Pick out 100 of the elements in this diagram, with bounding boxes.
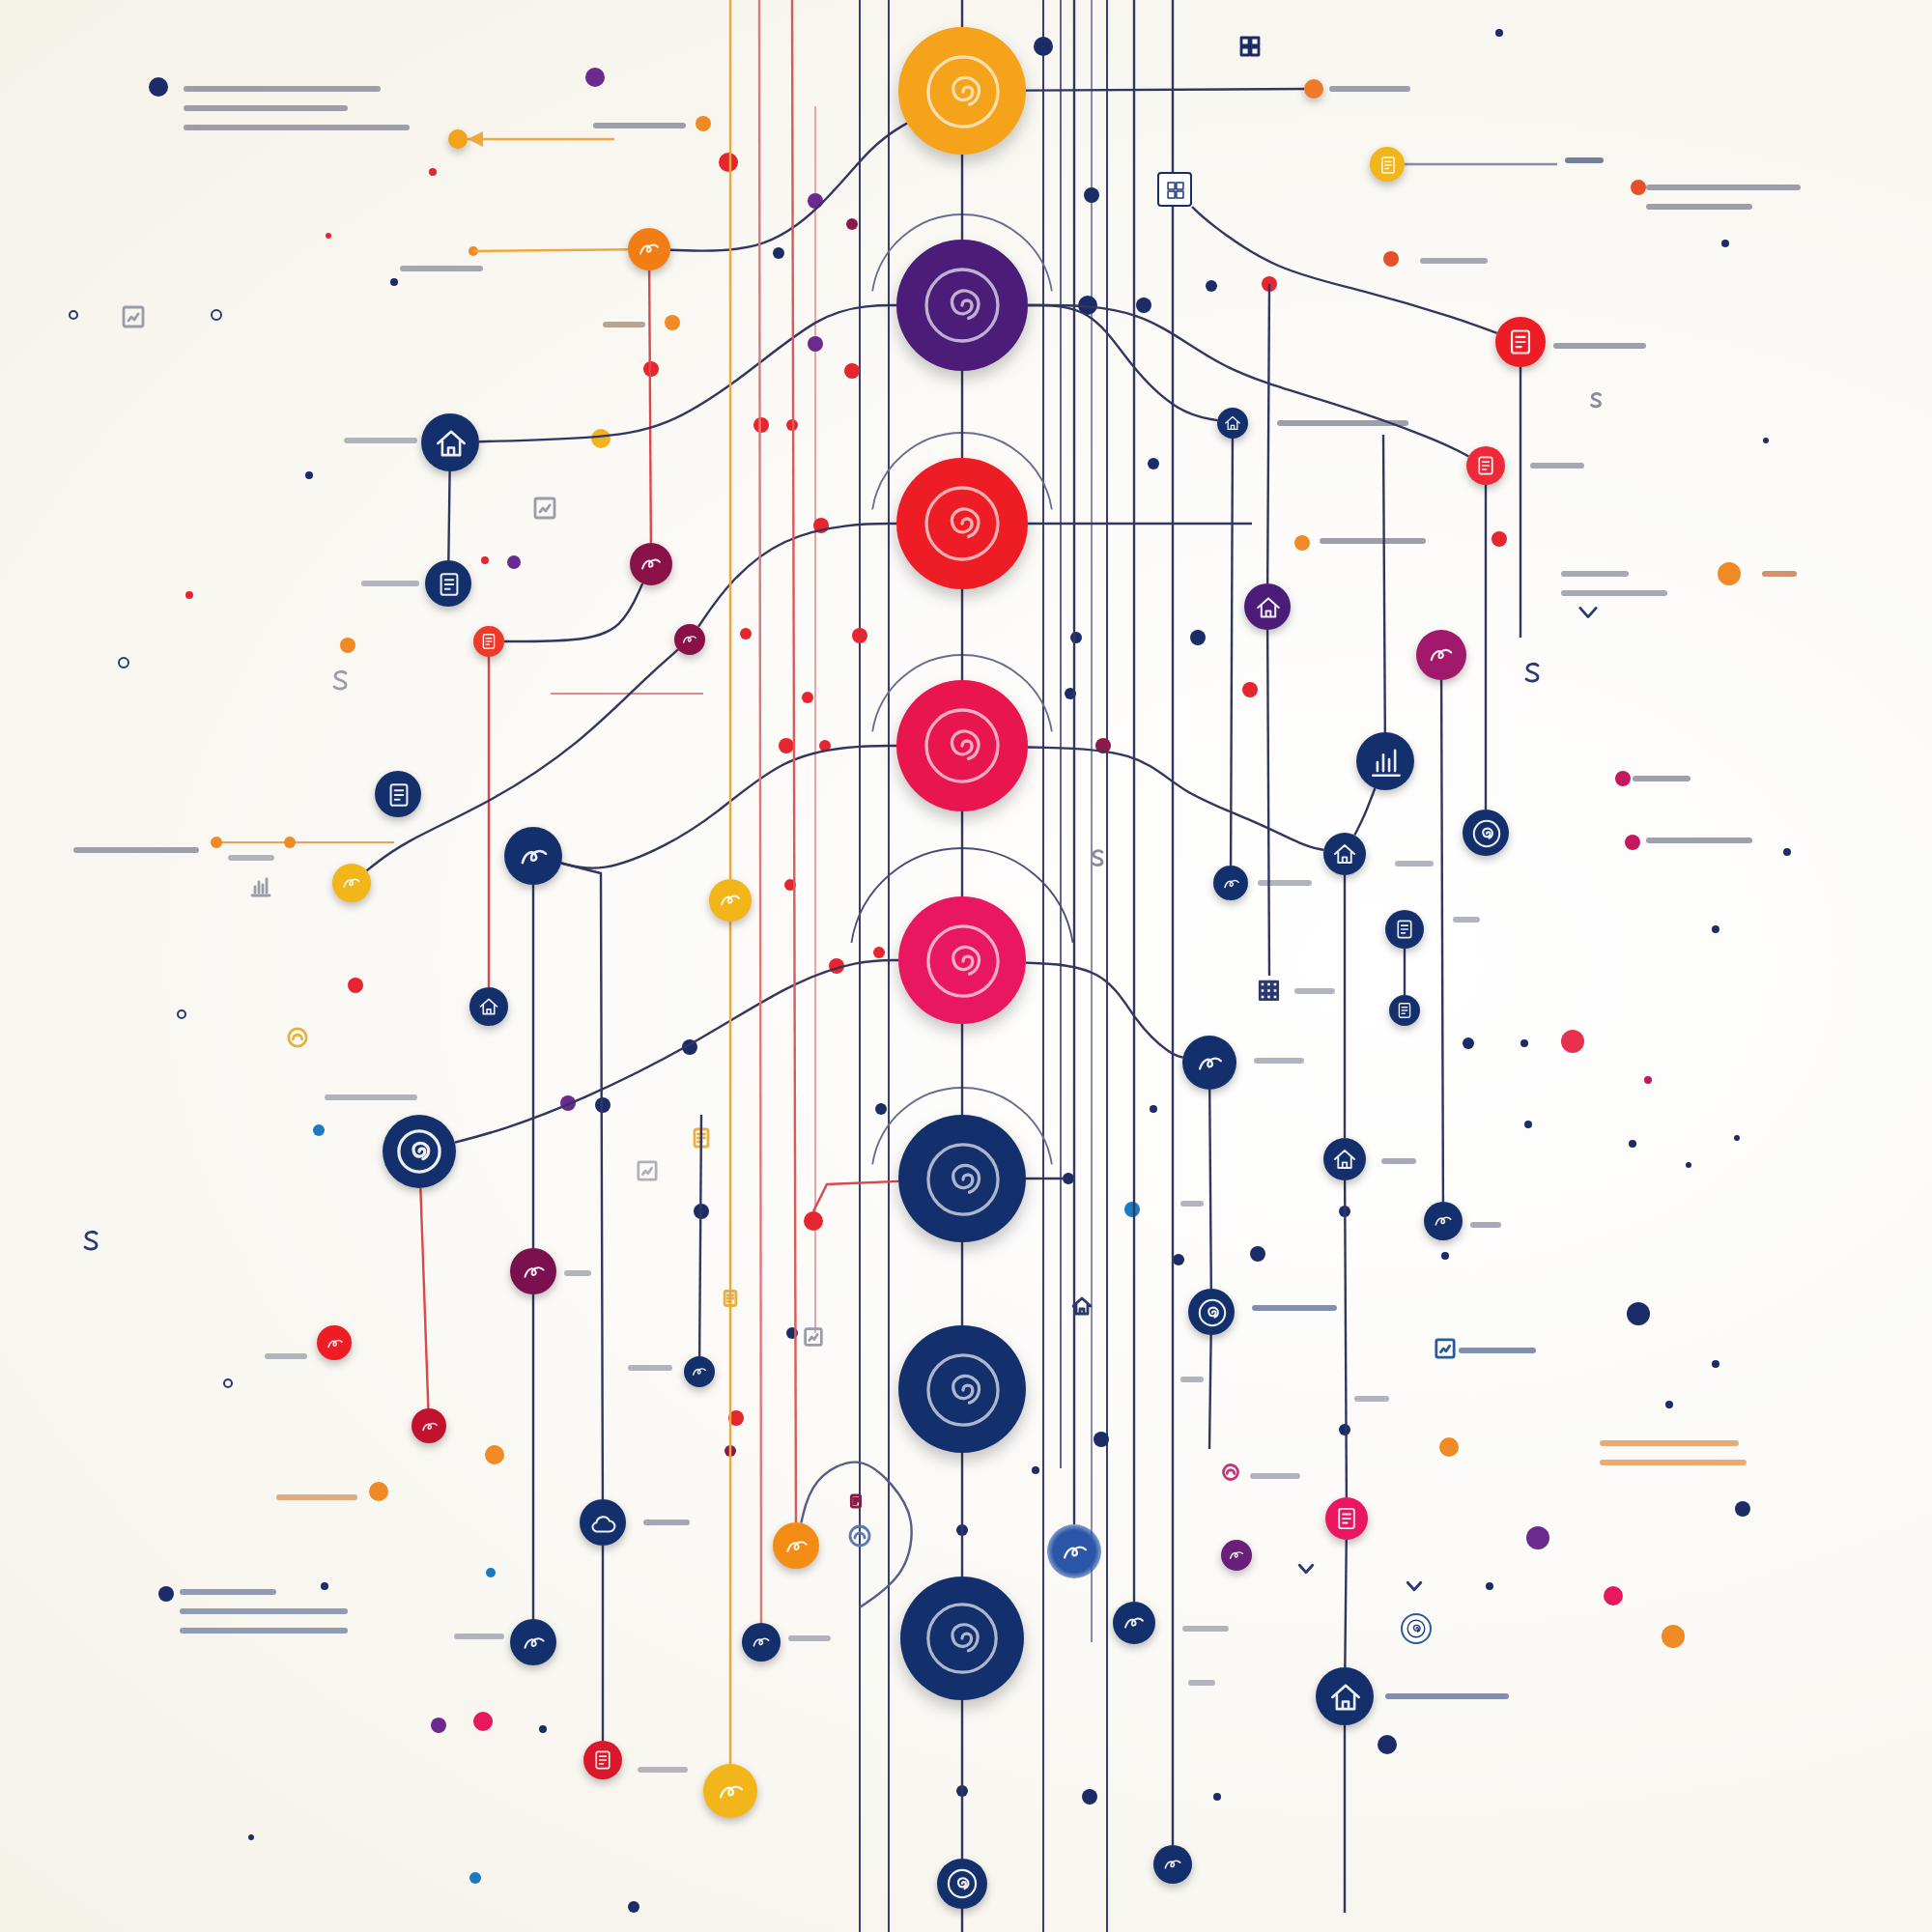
- connector-line: [669, 122, 908, 252]
- circle-node: [674, 624, 705, 655]
- arrow: [468, 131, 614, 147]
- circle-node: [1153, 1845, 1192, 1884]
- connector-line: [1343, 1180, 1349, 1497]
- circle-node: [773, 1522, 819, 1569]
- connector-line: [1343, 1725, 1347, 1913]
- connector-line: [1208, 1335, 1212, 1449]
- circle-node: [580, 1499, 626, 1546]
- circle-node: [317, 1325, 352, 1360]
- circle-node: [1113, 1602, 1155, 1644]
- connector-line: [487, 657, 491, 987]
- circle-node: [1047, 1524, 1101, 1578]
- connector-line: [790, 0, 798, 1522]
- circle-node: [709, 879, 752, 922]
- connector-line: [960, 0, 964, 27]
- connector-line: [800, 1461, 913, 1608]
- circle-node: [628, 228, 670, 270]
- circle-node: [332, 864, 371, 902]
- connector-line: [1028, 522, 1252, 526]
- circle-node: [896, 240, 1028, 371]
- connector-line: [960, 371, 964, 458]
- circle-node: [1323, 833, 1366, 875]
- circle-node: [1389, 995, 1420, 1026]
- connector-line: [1381, 435, 1386, 732]
- circle-node: [1304, 79, 1323, 99]
- connector-line: [1027, 746, 1324, 852]
- connector-line: [1265, 630, 1271, 976]
- circle-node: [742, 1623, 781, 1662]
- circle-node: [1221, 1540, 1252, 1571]
- connector-line: [1353, 787, 1377, 837]
- connector-line: [1132, 0, 1136, 1602]
- connector-line: [531, 885, 535, 1248]
- circle-node: [1356, 732, 1414, 790]
- circle-node: [1370, 147, 1405, 182]
- circle-node: [1244, 583, 1291, 630]
- connector-line: [365, 648, 679, 872]
- circle-node: [898, 1115, 1026, 1242]
- connector-line: [1072, 0, 1076, 1524]
- circle-node: [900, 1577, 1024, 1700]
- circle-node: [703, 1764, 757, 1818]
- circle-node: [510, 1248, 556, 1294]
- circle-node: [1416, 630, 1466, 680]
- connector-line: [478, 303, 896, 443]
- circle-node: [1213, 866, 1248, 900]
- connector-line: [728, 922, 732, 1764]
- connector-line: [960, 1909, 964, 1932]
- connector-line: [419, 1187, 430, 1409]
- square-node: [1157, 172, 1192, 207]
- circle-node: [896, 680, 1028, 811]
- circle-node: [448, 129, 468, 149]
- circle-node: [383, 1115, 456, 1188]
- circle-node: [421, 413, 479, 471]
- circle-node: [1316, 1667, 1374, 1725]
- circle-node: [1495, 317, 1546, 367]
- circle-node: [583, 1741, 622, 1779]
- connector-line: [696, 522, 896, 628]
- connector-line: [960, 1024, 964, 1115]
- connector-line: [560, 744, 896, 869]
- connector-line: [1208, 1090, 1212, 1289]
- circle-node: [898, 1325, 1026, 1453]
- circle-node: [1466, 446, 1505, 485]
- circle-node: [1401, 1613, 1432, 1644]
- circle-node: [375, 771, 421, 817]
- connector-line: [1405, 162, 1557, 166]
- circle-node: [1385, 910, 1424, 949]
- connector-line: [1191, 206, 1498, 334]
- circle-node: [425, 560, 471, 607]
- connector-line: [697, 1115, 703, 1356]
- connector-line: [1343, 875, 1347, 1138]
- circle-node: [898, 27, 1026, 155]
- circle-node: [630, 543, 672, 585]
- circle-node: [510, 1619, 556, 1665]
- connector-line: [960, 1700, 964, 1859]
- circle-node: [1424, 1202, 1463, 1240]
- connector-line: [1028, 303, 1469, 458]
- connector-line: [1229, 439, 1235, 866]
- circle-node: [1182, 1036, 1236, 1090]
- connector-line: [1519, 367, 1522, 638]
- circle-node: [1325, 1497, 1368, 1540]
- connector-line: [1171, 0, 1175, 1845]
- connector-line: [811, 1179, 899, 1212]
- connector-line: [504, 582, 644, 643]
- circle-node: [898, 896, 1026, 1024]
- connector-line: [960, 811, 964, 896]
- circle-node: [1188, 1289, 1235, 1335]
- connector-line: [960, 155, 964, 240]
- connector-line: [601, 1546, 605, 1741]
- circle-node: [504, 827, 562, 885]
- connector-line: [960, 589, 964, 680]
- connector-line: [728, 0, 732, 879]
- connector-line: [1403, 949, 1406, 995]
- connector-line: [1026, 87, 1304, 92]
- circle-node: [473, 626, 504, 657]
- connector-line: [1265, 284, 1271, 583]
- connector-line: [1026, 1177, 1068, 1180]
- connector-line: [757, 0, 763, 1623]
- circle-node: [412, 1408, 446, 1443]
- connector-line: [531, 1294, 535, 1619]
- circle-node: [469, 987, 508, 1026]
